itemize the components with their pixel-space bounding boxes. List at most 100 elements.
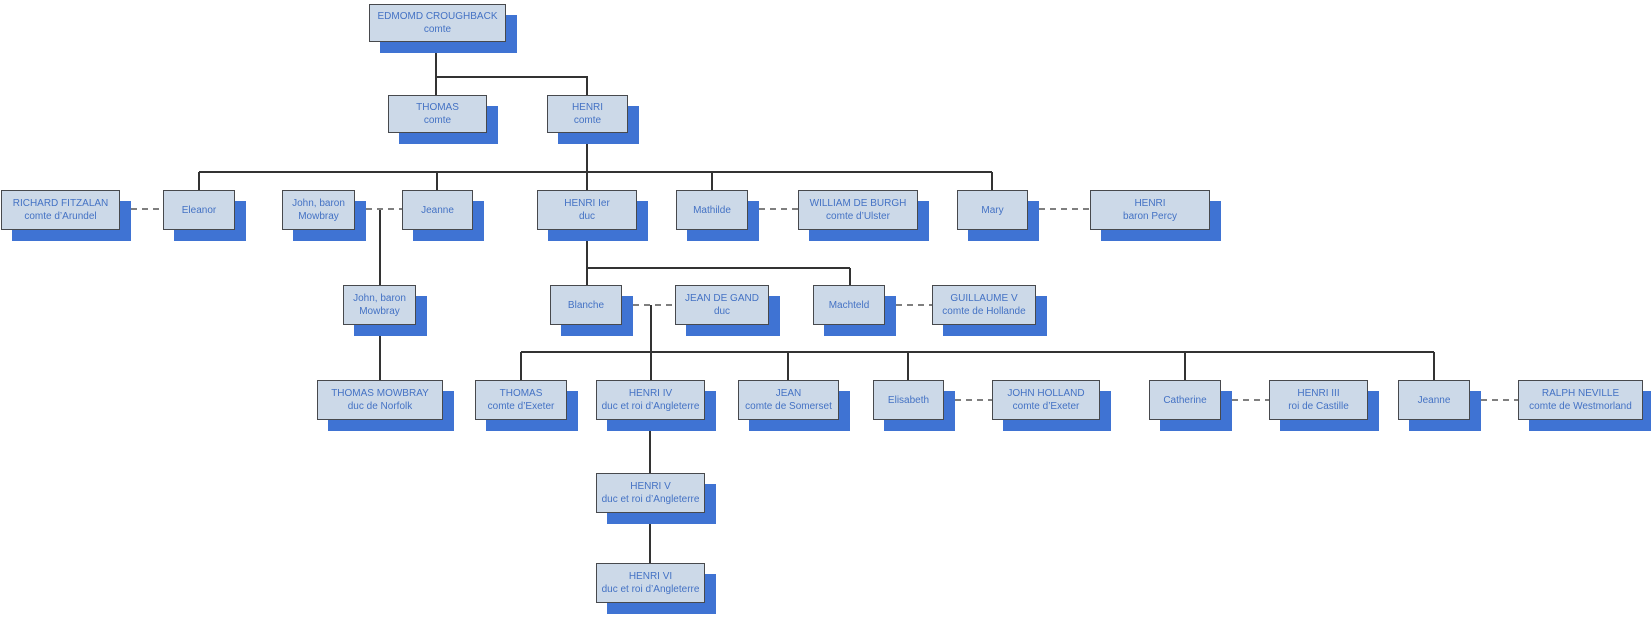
person-title: comte d’Exeter: [1012, 401, 1080, 412]
person-name: GUILLAUME V: [950, 293, 1018, 304]
node-henri-v[interactable]: HENRI V duc et roi d’Angleterre: [596, 473, 705, 513]
person-name: Jeanne: [421, 204, 454, 216]
node-henri-1er[interactable]: HENRI Ier duc: [537, 190, 637, 230]
person-name: JOHN HOLLAND: [1007, 388, 1085, 399]
person-name: Mathilde: [693, 204, 731, 216]
node-thomas-comte[interactable]: THOMAS comte: [388, 95, 487, 133]
person-name: HENRI V: [630, 481, 671, 492]
person-name: John, baron: [292, 198, 345, 209]
node-elisabeth[interactable]: Elisabeth: [873, 380, 944, 420]
person-name: RICHARD FITZALAN: [12, 198, 109, 209]
descent-line: [586, 172, 588, 190]
person-title: comte: [423, 115, 452, 126]
descent-line: [520, 352, 522, 380]
node-ralph-neville[interactable]: RALPH NEVILLE comte de Westmorland: [1518, 380, 1643, 420]
descent-line: [907, 352, 909, 380]
person-name: Blanche: [567, 299, 605, 311]
node-jeanne-mowbray[interactable]: Jeanne: [402, 190, 473, 230]
person-title: duc et roi d’Angleterre: [601, 494, 700, 505]
descent-line: [586, 230, 588, 285]
descent-line: [521, 351, 1434, 353]
node-jean-somerset[interactable]: JEAN comte de Somerset: [738, 380, 839, 420]
person-name: HENRI: [571, 102, 604, 113]
descent-line: [650, 305, 652, 380]
descent-line: [586, 77, 588, 95]
person-title: comte d’Ulster: [826, 211, 890, 222]
descent-line: [379, 209, 381, 285]
node-blanche[interactable]: Blanche: [550, 285, 622, 325]
node-jeanne-neville[interactable]: Jeanne: [1398, 380, 1470, 420]
descent-line: [436, 76, 588, 78]
node-henri-iv[interactable]: HENRI IV duc et roi d’Angleterre: [596, 380, 705, 420]
node-mathilde[interactable]: Mathilde: [676, 190, 748, 230]
person-name: WILLIAM DE BURGH: [809, 198, 907, 209]
descent-line: [849, 268, 851, 285]
descent-line: [649, 513, 651, 563]
node-eleanor[interactable]: Eleanor: [163, 190, 235, 230]
person-name: HENRI IV: [628, 388, 673, 399]
node-jean-de-gand[interactable]: JEAN DE GAND duc: [675, 285, 769, 325]
descent-line: [436, 172, 438, 190]
person-name: THOMAS: [416, 102, 459, 113]
person-title: Mowbray: [298, 211, 339, 222]
person-name: JEAN DE GAND: [685, 293, 759, 304]
person-name: HENRI: [1134, 198, 1166, 209]
person-name: THOMAS MOWBRAY: [331, 388, 429, 399]
descent-line: [649, 420, 651, 473]
descent-line: [787, 352, 789, 380]
marriage-line: [885, 304, 932, 306]
node-john-holland[interactable]: JOHN HOLLAND comte d’Exeter: [992, 380, 1100, 420]
person-title: duc: [713, 306, 731, 317]
node-thomas-mowbray[interactable]: THOMAS MOWBRAY duc de Norfolk: [317, 380, 443, 420]
node-thomas-exeter[interactable]: THOMAS comte d’Exeter: [475, 380, 567, 420]
descent-line: [1184, 352, 1186, 380]
node-machteld[interactable]: Machteld: [813, 285, 885, 325]
node-guillaume-v[interactable]: GUILLAUME V comte de Hollande: [932, 285, 1036, 325]
node-henri-percy[interactable]: HENRI baron Percy: [1090, 190, 1210, 230]
descent-line: [198, 172, 200, 190]
marriage-line: [1221, 399, 1269, 401]
descent-line: [586, 133, 588, 172]
person-title: duc: [578, 211, 596, 222]
marriage-line: [355, 208, 402, 210]
descent-line: [379, 325, 381, 380]
person-title: baron Percy: [1123, 211, 1177, 222]
person-name: EDMOMD CROUGHBACK: [377, 11, 498, 22]
person-title: comte d’Exeter: [487, 401, 555, 412]
person-name: JEAN: [775, 388, 802, 399]
person-title: comte de Somerset: [745, 401, 832, 412]
person-name: RALPH NEVILLE: [1541, 388, 1620, 399]
node-catherine[interactable]: Catherine: [1149, 380, 1221, 420]
marriage-line: [1470, 399, 1518, 401]
person-name: John, baron: [353, 293, 406, 304]
person-title: duc et roi d’Angleterre: [601, 401, 700, 412]
person-title: duc de Norfolk: [347, 401, 413, 412]
node-richard-fitzalan[interactable]: RICHARD FITZALAN comte d’Arundel: [1, 190, 120, 230]
person-title: comte de Westmorland: [1529, 401, 1632, 412]
person-name: HENRI Ier: [564, 198, 610, 209]
person-title: duc et roi d’Angleterre: [601, 584, 700, 595]
node-mary[interactable]: Mary: [957, 190, 1028, 230]
person-title: Mowbray: [359, 306, 400, 317]
person-title: roi de Castille: [1288, 401, 1349, 412]
person-name: Eleanor: [181, 204, 217, 216]
person-name: Catherine: [1163, 394, 1207, 406]
person-title: comte: [573, 115, 602, 126]
person-title: comte d’Arundel: [24, 211, 97, 222]
person-name: Machteld: [828, 299, 870, 311]
person-title: comte de Hollande: [942, 306, 1026, 317]
node-william-de-burgh[interactable]: WILLIAM DE BURGH comte d’Ulster: [798, 190, 918, 230]
marriage-line: [944, 399, 992, 401]
node-henri-comte[interactable]: HENRI comte: [547, 95, 628, 133]
person-name: Mary: [981, 204, 1004, 216]
descent-line: [711, 172, 713, 190]
marriage-line: [622, 304, 675, 306]
marriage-line: [120, 208, 163, 210]
person-name: THOMAS: [499, 388, 543, 399]
